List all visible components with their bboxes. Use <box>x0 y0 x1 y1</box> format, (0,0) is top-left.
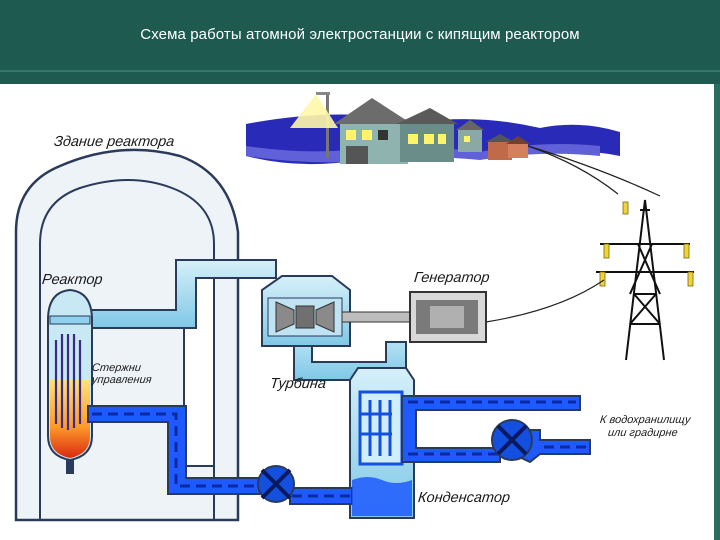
label-generator: Генератор <box>413 270 491 286</box>
feed-pump <box>257 465 295 503</box>
generator <box>409 291 487 343</box>
generator-power-line <box>485 279 605 323</box>
label-reactor: Реактор <box>41 272 104 288</box>
label-condenser: Конденсатор <box>417 490 511 506</box>
water-flow-dashes <box>92 400 586 498</box>
header-divider <box>0 70 720 72</box>
condenser-water <box>352 477 412 516</box>
circulation-pump <box>491 419 533 461</box>
main-house <box>334 98 458 164</box>
insulators <box>599 201 694 287</box>
npp-diagram: Здание реактора Реактор Стержни управлен… <box>0 84 720 540</box>
slide-header: Схема работы атомной электростанции с ки… <box>0 0 720 84</box>
turbine <box>261 275 433 347</box>
reactor-vessel <box>47 288 93 474</box>
town-landscape <box>246 92 661 197</box>
slide-title: Схема работы атомной электростанции с ки… <box>140 26 580 43</box>
right-edge-bar <box>714 84 720 540</box>
label-turbine: Турбина <box>269 376 327 392</box>
label-control-rods-line1: Стержни <box>91 362 142 374</box>
label-control-rods-line2: управления <box>91 374 153 386</box>
transmission-tower <box>596 199 694 361</box>
diagram-canvas <box>14 92 694 522</box>
small-houses <box>456 120 530 160</box>
label-to-reservoir-line2: или градирне <box>607 427 679 439</box>
label-reactor-building: Здание реактора <box>53 134 176 150</box>
label-to-reservoir-line1: К водохранилищу <box>599 414 692 426</box>
